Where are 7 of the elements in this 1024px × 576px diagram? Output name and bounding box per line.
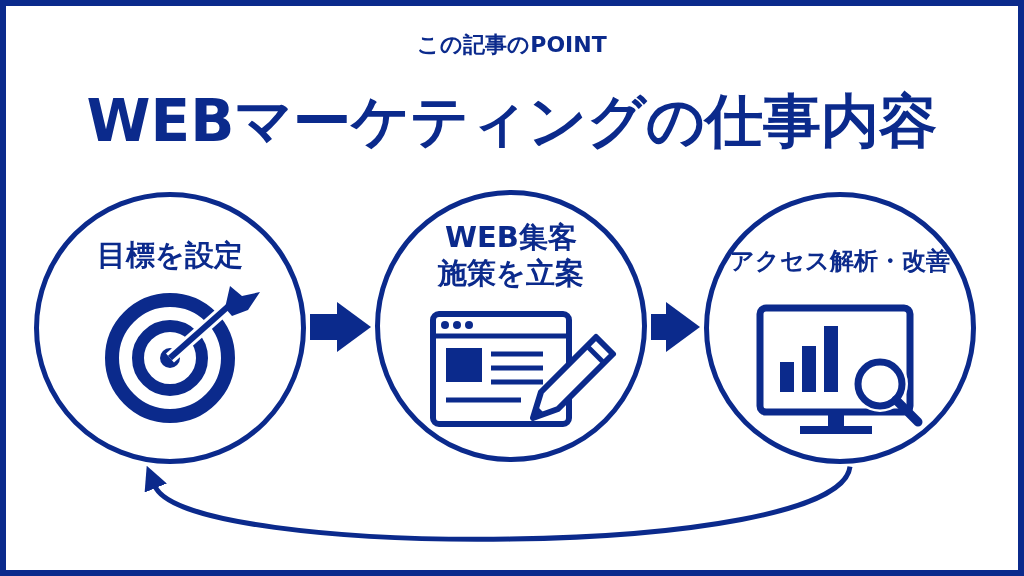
step-label: 目標を設定 [96,237,244,273]
arrow [651,302,700,352]
arrow [310,302,371,352]
title: WEBマーケティングの仕事内容 [86,87,938,155]
step-label: WEB集客施策を立案 [436,219,585,291]
step-label: アクセス解析・改善 [729,246,951,277]
subtitle: この記事のPOINT [417,32,607,57]
